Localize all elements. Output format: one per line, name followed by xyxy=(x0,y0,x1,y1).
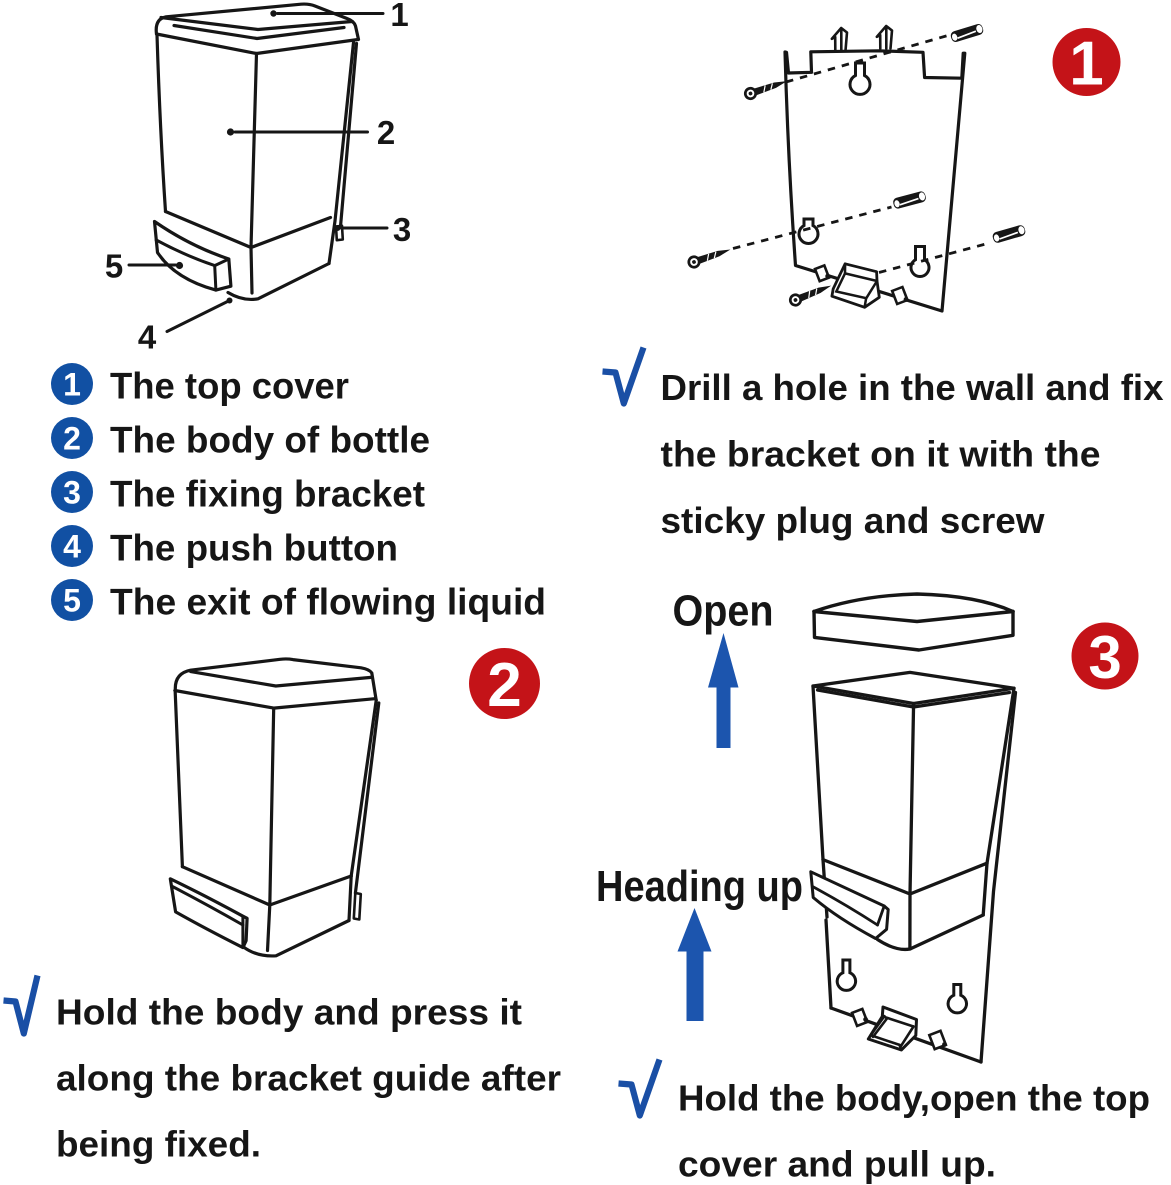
svg-text:1: 1 xyxy=(63,367,81,403)
svg-text:The push button: The push button xyxy=(110,528,398,569)
svg-text:Hold the body and press it: Hold the body and press it xyxy=(56,992,522,1033)
svg-text:2: 2 xyxy=(63,421,81,457)
svg-text:3: 3 xyxy=(1088,624,1121,691)
svg-text:3: 3 xyxy=(393,211,411,248)
svg-text:sticky plug and screw: sticky plug and screw xyxy=(661,500,1046,541)
svg-text:5: 5 xyxy=(105,248,123,285)
svg-text:The fixing bracket: The fixing bracket xyxy=(110,474,425,515)
svg-text:4: 4 xyxy=(63,529,81,565)
svg-text:the bracket on it with the: the bracket on it with the xyxy=(661,434,1101,475)
svg-text:The top cover: The top cover xyxy=(110,366,349,407)
svg-text:1: 1 xyxy=(390,0,408,33)
svg-text:Drill a hole in the wall and f: Drill a hole in the wall and fix xyxy=(661,367,1164,408)
svg-text:2: 2 xyxy=(487,651,521,720)
svg-text:The exit of flowing liquid: The exit of flowing liquid xyxy=(110,582,546,623)
svg-text:Heading up: Heading up xyxy=(596,862,803,911)
svg-text:along the bracket guide after: along the bracket guide after xyxy=(56,1058,561,1099)
svg-text:3: 3 xyxy=(63,475,81,511)
svg-text:4: 4 xyxy=(138,319,157,356)
svg-text:2: 2 xyxy=(377,114,395,151)
svg-text:Open: Open xyxy=(673,587,774,636)
svg-text:1: 1 xyxy=(1069,30,1103,99)
svg-text:5: 5 xyxy=(63,583,81,619)
svg-text:The body of bottle: The body of bottle xyxy=(110,420,430,461)
svg-text:cover and pull up.: cover and pull up. xyxy=(678,1144,996,1185)
svg-text:Hold the body,open the top: Hold the body,open the top xyxy=(678,1078,1150,1119)
svg-text:being fixed.: being fixed. xyxy=(56,1124,261,1165)
